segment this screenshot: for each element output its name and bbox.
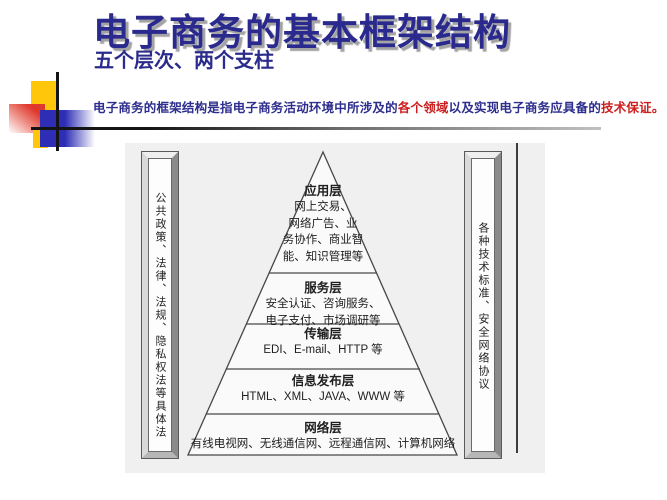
layer-desc-line: 电子支付、市场调研等 <box>265 314 381 327</box>
layer-desc-line: 网络广告、业 <box>288 217 358 230</box>
pyramid-layer-transport: 传输层 EDI、E-mail、HTTP 等 <box>223 326 423 359</box>
pyramid-layer-info-publishing: 信息发布层 HTML、XML、JAVA、WWW 等 <box>203 373 443 406</box>
pyramid-layer-application: 应用层 网上交易、 网络广告、业 务协作、商业智 能、知识管理等 <box>243 183 403 265</box>
layer-label: 网络层 <box>304 421 342 435</box>
layer-desc-line: 务协作、商业智 <box>282 234 364 246</box>
left-pillar: 公共政策、法律、法规、隐私权法等具体法 <box>141 151 179 459</box>
layer-label: 服务层 <box>304 281 342 295</box>
slide-subtitle: 五个层次、两个支柱 <box>94 50 274 72</box>
layer-label: 信息发布层 <box>291 374 355 388</box>
layer-desc-line: HTML、XML、JAVA、WWW 等 <box>241 391 405 403</box>
body-text-part2: 以及实现电子商务应具备的 <box>448 101 602 115</box>
layer-label: 应用层 <box>304 184 342 198</box>
slide-title: 电子商务的基本框架结构 <box>93 12 511 53</box>
pyramid-outline <box>186 150 458 456</box>
pyramid-layer-service: 服务层 安全认证、咨询服务、 电子支付、市场调研等 <box>223 280 423 329</box>
body-text: 电子商务的框架结构是指电子商务活动环境中所涉及的各个领域以及实现电子商务应具备的… <box>93 97 664 116</box>
layer-desc-line: 安全认证、咨询服务、 <box>265 298 381 310</box>
right-pillar: 各种技术标准、安全网络协议 <box>464 151 502 459</box>
left-pillar-text: 公共政策、法律、法规、隐私权法等具体法 <box>154 192 166 439</box>
framework-diagram: 公共政策、法律、法规、隐私权法等具体法 各种技术标准、安全网络协议 应用层 网上… <box>125 143 545 473</box>
layer-desc-line: 有线电视网、无线通信网、远程通信网、计算机网络 <box>190 438 456 450</box>
decoration-vertical-line <box>56 72 59 151</box>
pyramid-layer-network: 网络层 有线电视网、无线通信网、远程通信网、计算机网络 <box>183 420 463 453</box>
body-highlight-tech-guarantee: 技术保证。 <box>601 101 665 115</box>
layer-desc-line: EDI、E-mail、HTTP 等 <box>263 344 383 356</box>
layer-label: 传输层 <box>304 327 342 341</box>
body-text-part1: 电子商务的框架结构是指电子商务活动环境中所涉及的 <box>93 101 398 115</box>
decoration-horizontal-rule <box>31 127 601 130</box>
layer-desc-line: 网上交易、 <box>294 201 352 213</box>
layer-desc-line: 能、知识管理等 <box>282 250 364 263</box>
right-pillar-text: 各种技术标准、安全网络协议 <box>477 222 489 391</box>
body-highlight-domains: 各个领域 <box>397 101 449 115</box>
diagram-right-border-line <box>516 143 518 453</box>
